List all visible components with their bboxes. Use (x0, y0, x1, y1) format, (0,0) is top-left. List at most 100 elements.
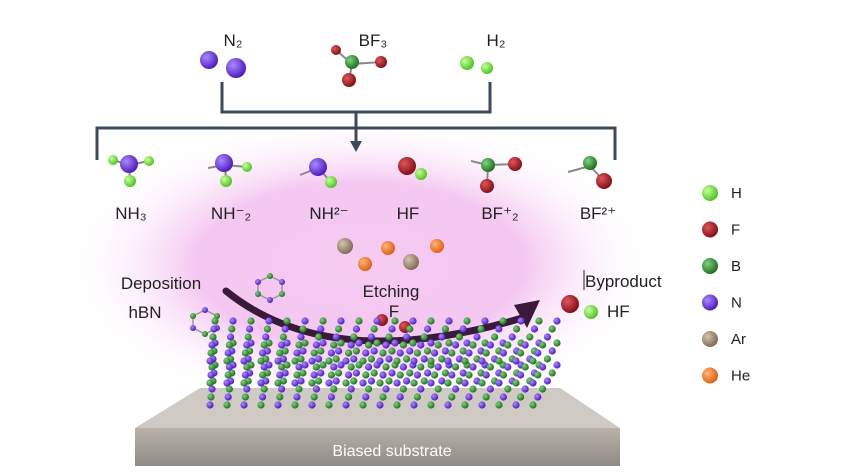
hbn-film-atom (355, 317, 363, 325)
hbn-film-atom (431, 393, 439, 401)
hbn-film-atom (521, 363, 529, 371)
hbn-film-atom (246, 325, 254, 333)
hbn-film-atom (257, 357, 265, 365)
hbn-film-atom (434, 341, 442, 349)
substrate-label: Biased substrate (332, 443, 451, 460)
hbn-film-atom (452, 363, 460, 371)
hbn-film-atom (438, 355, 446, 363)
hbn-film-atom (434, 363, 442, 371)
hbn-film-atom (224, 371, 232, 379)
hbn-film-atom (325, 357, 333, 365)
hbn-film-atom (396, 371, 404, 379)
hbn-film-atom (312, 341, 320, 349)
hbn-film-atom (259, 393, 267, 401)
byproduct-label: Byproduct (585, 272, 662, 291)
hbn-film-atom (459, 369, 467, 377)
hbn-film-atom (504, 341, 512, 349)
hbn-film-atom (335, 369, 343, 377)
hbn-film-atom (367, 377, 375, 385)
hbn-film-atom (424, 369, 432, 377)
hbn-film-atom (455, 333, 463, 341)
hbn-film-atom (223, 357, 231, 365)
hbn-film-atom (445, 317, 453, 325)
hbn-film-atom (399, 385, 407, 393)
hbn-film-atom (455, 355, 463, 363)
hbn-film-atom (260, 341, 268, 349)
hbn-film-atom (241, 393, 249, 401)
hbn-film-atom (495, 357, 503, 365)
hbn-film-atom (376, 357, 384, 365)
plasma-atoms (337, 238, 444, 271)
hbn-film-atom (427, 339, 435, 347)
bf-label: BF²⁺ (580, 204, 616, 223)
hbn-film-atom (295, 341, 303, 349)
hbn-film-atom (281, 369, 289, 377)
hbn-film-atom (225, 385, 233, 393)
hbn-film-atom (512, 401, 520, 409)
hbn-film-atom (382, 363, 390, 371)
hbn-film-atom (461, 379, 469, 387)
hbn-film-atom (486, 363, 494, 371)
byproduct-species-label: HF (607, 302, 630, 321)
hbn-film-atom (444, 379, 452, 387)
hbn-film-atom (534, 393, 542, 401)
hbn-film-atom (317, 369, 325, 377)
hbn-film-atom (347, 363, 355, 371)
hbn-film-atom (391, 317, 399, 325)
hbn-film-atom (297, 333, 305, 341)
hbn-film-atom (517, 393, 525, 401)
biased-substrate (135, 428, 620, 466)
nh2-molecule-icon (207, 154, 252, 187)
hbn-film-atom (513, 325, 521, 333)
hbn-film-atom (276, 393, 284, 401)
hbn-film-atom (465, 349, 473, 357)
hbn-film-atom (417, 363, 425, 371)
hf-label: HF (397, 204, 420, 223)
hbn-film-atom (223, 379, 231, 387)
hbn-film-atom (229, 317, 237, 325)
hbn-film-atom (461, 401, 469, 409)
hbn-film-atom (370, 347, 378, 355)
hbn-film-atom (295, 385, 303, 393)
hbn-film-atom (504, 385, 512, 393)
hbn-film-atom (345, 393, 353, 401)
hbn-film-atom (469, 385, 477, 393)
hbn-film-atom (227, 333, 235, 341)
hbn-fragment-atoms (190, 273, 285, 337)
hbn-film-atom (283, 361, 291, 369)
nh3-label: NH₃ (115, 204, 146, 223)
hbn-film-atom (362, 371, 370, 379)
bf-molecule-icon (567, 156, 612, 189)
hbn-film-atom (431, 349, 439, 357)
hbn-film-atom (291, 357, 299, 365)
hbn-film-atom (317, 347, 325, 355)
etching-label: Etching (363, 282, 420, 301)
hbn-film-atom (417, 385, 425, 393)
hbn-film-atom (260, 385, 268, 393)
nh3-molecule-icon (108, 155, 154, 187)
hbn-film-atom (445, 339, 453, 347)
hbn-film-atom (459, 325, 467, 333)
hbn-film-atom (370, 325, 378, 333)
hbn-film-atom (504, 363, 512, 371)
hbn-film-atom (388, 369, 396, 377)
hbn-film-atom (362, 349, 370, 357)
hbn-film-atom (530, 325, 539, 333)
hbn-film-atom (469, 341, 477, 349)
hbn-film-atom (543, 377, 552, 385)
hbn-film-atom (543, 333, 552, 341)
hbn-film-atom (444, 357, 452, 365)
hbn-film-atom (259, 371, 267, 379)
hbn-film-atom (376, 379, 384, 387)
hbn-film-atom (281, 325, 289, 333)
hbn-film-atom (276, 371, 284, 379)
nh-molecule-icon (299, 158, 337, 188)
hbn-film-atom (548, 369, 556, 377)
hbn-film-atom (403, 377, 411, 385)
hbn-film-atom (337, 317, 345, 325)
nh-label: NH²⁻ (309, 204, 348, 223)
hbn-film-atom (319, 361, 327, 369)
hbn-film-atom (379, 349, 387, 357)
hbn-film-atom (350, 355, 358, 363)
